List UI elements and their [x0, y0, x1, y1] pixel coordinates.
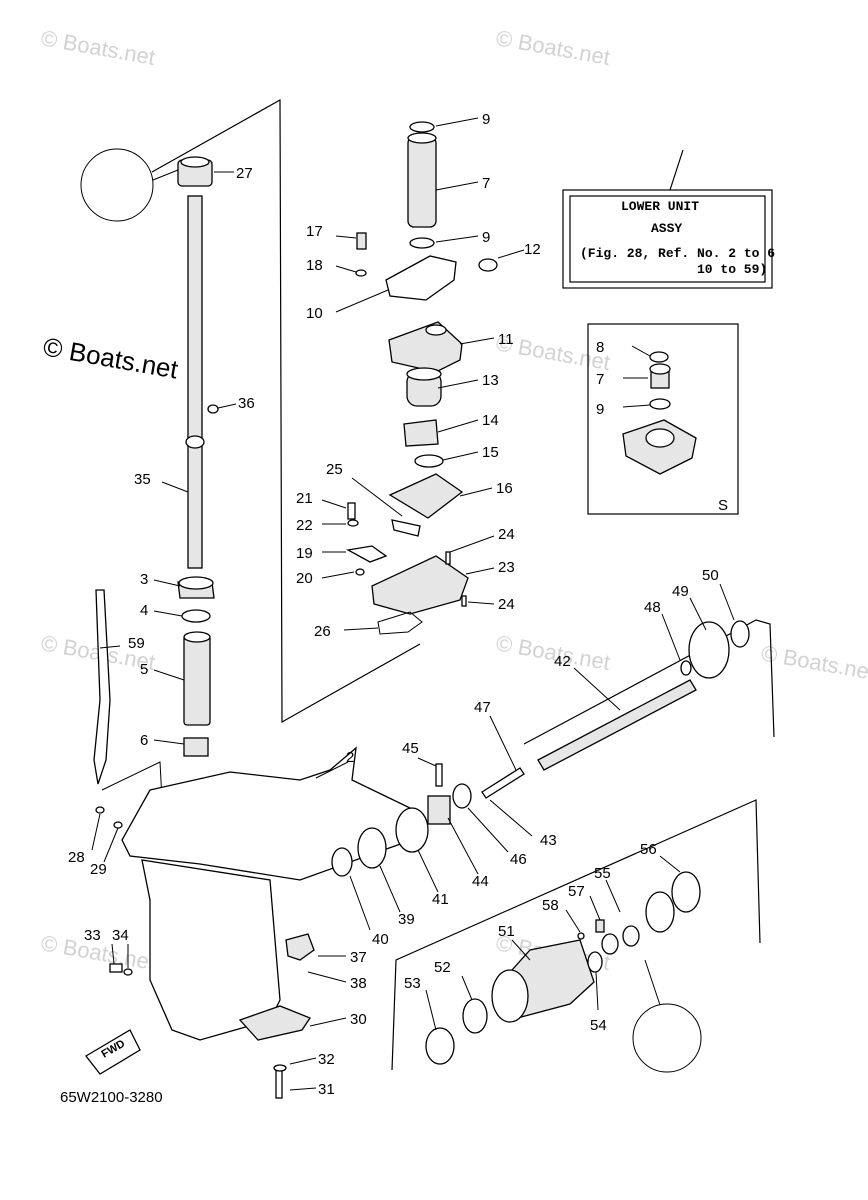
callout-label: 32	[318, 1051, 335, 1068]
callout-numbers: 27 9 7 9 17 18 12 10 11 36 13 14 15 35 2…	[68, 111, 719, 1098]
callout-label: 38	[350, 975, 367, 992]
callout-label: 22	[296, 517, 313, 534]
watermark: © Boats.net	[759, 640, 868, 685]
callout-label: 35	[134, 471, 151, 488]
callout-label: 12	[524, 241, 541, 258]
callout-label: 45	[402, 740, 419, 757]
callout-label: 44	[472, 873, 489, 890]
diagram-code: 65W2100-3280	[60, 1089, 163, 1106]
callout-label: 41	[432, 891, 449, 908]
callout-label: 24	[498, 526, 515, 543]
callout-label: 21	[296, 490, 313, 507]
callout-label: 29	[90, 861, 107, 878]
callout-label: 53	[404, 975, 421, 992]
water-pump-parts	[346, 121, 498, 635]
callout-label: 49	[672, 583, 689, 600]
callout-label: 58	[542, 897, 559, 914]
callout-label: 57	[568, 883, 585, 900]
callout-label: 19	[296, 545, 313, 562]
callout-label: 50	[702, 567, 719, 584]
callout-label: 9	[482, 111, 490, 128]
callout-label: 10	[306, 305, 323, 322]
assembly-subtitle: ASSY	[651, 221, 682, 236]
callout-label: 46	[510, 851, 527, 868]
callout-label: 48	[644, 599, 661, 616]
callout-label: 42	[554, 653, 571, 670]
callout-label: 27	[236, 165, 253, 182]
frame-lines	[101, 98, 775, 1071]
callout-label: 15	[482, 444, 499, 461]
callout-label: 8	[596, 339, 604, 356]
assembly-title: LOWER UNIT	[621, 199, 699, 214]
callout-label: 56	[640, 841, 657, 858]
callout-label: 28	[68, 849, 85, 866]
callout-label: 2	[346, 749, 354, 766]
callout-label: 24	[498, 596, 515, 613]
watermark-main: © Boats.net	[41, 331, 181, 384]
watermark: © Boats.net	[494, 25, 612, 70]
assembly-box: LOWER UNIT ASSY (Fig. 28, Ref. No. 2 to …	[562, 149, 775, 289]
callout-label: 43	[540, 832, 557, 849]
driveshaft-parts	[80, 148, 219, 785]
callout-label: 17	[306, 223, 323, 240]
callout-label: 6	[140, 732, 148, 749]
assembly-ref-line1: (Fig. 28, Ref. No. 2 to 6	[580, 246, 775, 261]
callout-label: 54	[590, 1017, 607, 1034]
callout-label: 23	[498, 559, 515, 576]
callout-label: 59	[128, 635, 145, 652]
callout-label: 9	[482, 229, 490, 246]
callout-label: 47	[474, 699, 491, 716]
callout-label: 40	[372, 931, 389, 948]
leader-lines	[91, 117, 735, 1091]
callout-label: 33	[84, 927, 101, 944]
callout-label: 51	[498, 923, 515, 940]
callout-label: 18	[306, 257, 323, 274]
gear-parts	[331, 620, 750, 1073]
inset-corner-label: S	[718, 497, 728, 514]
callout-label: 26	[314, 623, 331, 640]
callout-label: 7	[482, 175, 490, 192]
callout-label: 30	[350, 1011, 367, 1028]
callout-label: 9	[596, 401, 604, 418]
callout-label: 52	[434, 959, 451, 976]
callout-label: 4	[140, 602, 148, 619]
callout-label: 20	[296, 570, 313, 587]
callout-label: 36	[238, 395, 255, 412]
callout-label: 37	[350, 949, 367, 966]
callout-label: 31	[318, 1081, 335, 1098]
callout-label: 11	[498, 331, 514, 348]
callout-label: 39	[398, 911, 415, 928]
callout-label: 7	[596, 371, 604, 388]
callout-label: 3	[140, 571, 148, 588]
callout-label: 34	[112, 927, 129, 944]
callout-label: 55	[594, 865, 611, 882]
callout-label: 16	[496, 480, 513, 497]
watermark: © Boats.net	[39, 25, 157, 70]
callout-label: 5	[140, 661, 148, 678]
callout-label: 25	[326, 461, 343, 478]
lower-casing: FWD	[85, 746, 411, 1099]
inset-box: 8 7 9 S	[587, 323, 739, 515]
callout-label: 14	[482, 412, 499, 429]
assembly-ref-line2: 10 to 59)	[697, 262, 767, 277]
callout-label: 13	[482, 372, 499, 389]
